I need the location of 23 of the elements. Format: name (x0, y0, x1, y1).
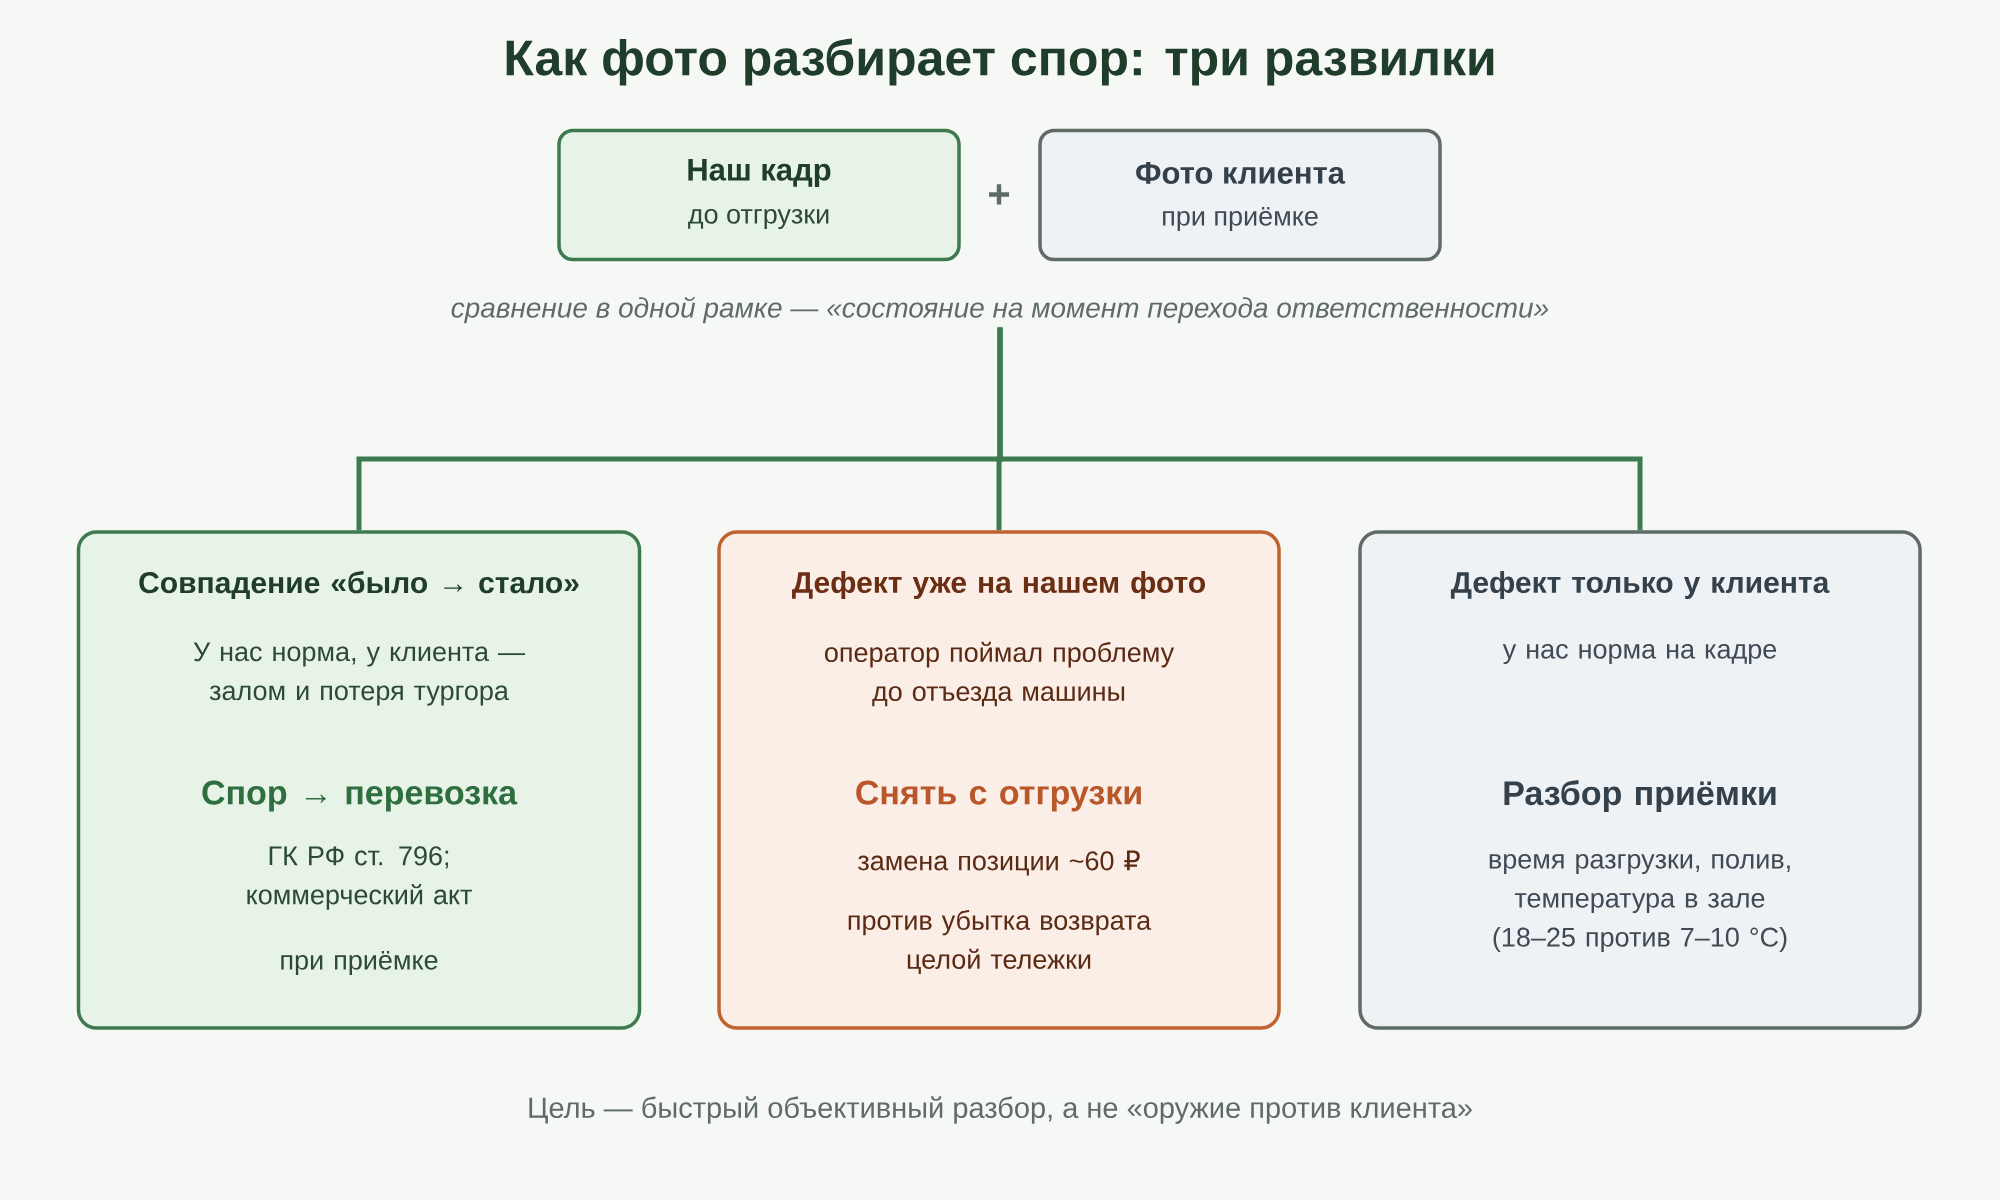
box-heading: Совпадение «было → стало» (139, 571, 579, 599)
box-text: у нас норма на кадре (1502, 643, 1777, 665)
box-text: У нас норма, у клиента — залом и потеря тургора (193, 642, 525, 706)
box-text: оператор поймал проблему до отъезда машины (825, 641, 1175, 707)
box-text: против убытка возврата целой тележки (848, 909, 1152, 975)
box-heading: Дефект уже на нашем фото (792, 571, 1205, 599)
verdict-heading: Разбор приёмки (1504, 780, 1776, 812)
verdict-heading: Спор → перевозка (202, 780, 518, 812)
box-heading: Дефект только у клиента (1450, 571, 1830, 599)
box-text: ГК РФ ст. 796; коммерческий акт (247, 846, 472, 910)
plus-sign: + (989, 184, 1010, 205)
verdict-heading: Снять с отгрузки (856, 780, 1141, 812)
box-text: замена позиции ~60 ₽ (858, 850, 1140, 876)
box-heading: Фото клиента (1136, 162, 1346, 184)
box-text: при приёмке (281, 950, 438, 976)
box-text: время разгрузки, полив, температура в зале (18–25 против 7–10 °C) (1489, 853, 1790, 953)
footer-note: Цель — быстрый объективный разбор, а не «оружие против клиента» (529, 1096, 1472, 1124)
connector (997, 327, 1643, 531)
comparison-note: сравнение в одной рамке — «состояние на момент перехода ответственности» (451, 296, 1549, 324)
title: Как фото разбирает спор: три развилки (506, 38, 1494, 86)
box-text: до отгрузки (688, 208, 829, 230)
box-text: при приёмке (1163, 206, 1318, 232)
box-heading: Наш кадр (688, 159, 831, 187)
